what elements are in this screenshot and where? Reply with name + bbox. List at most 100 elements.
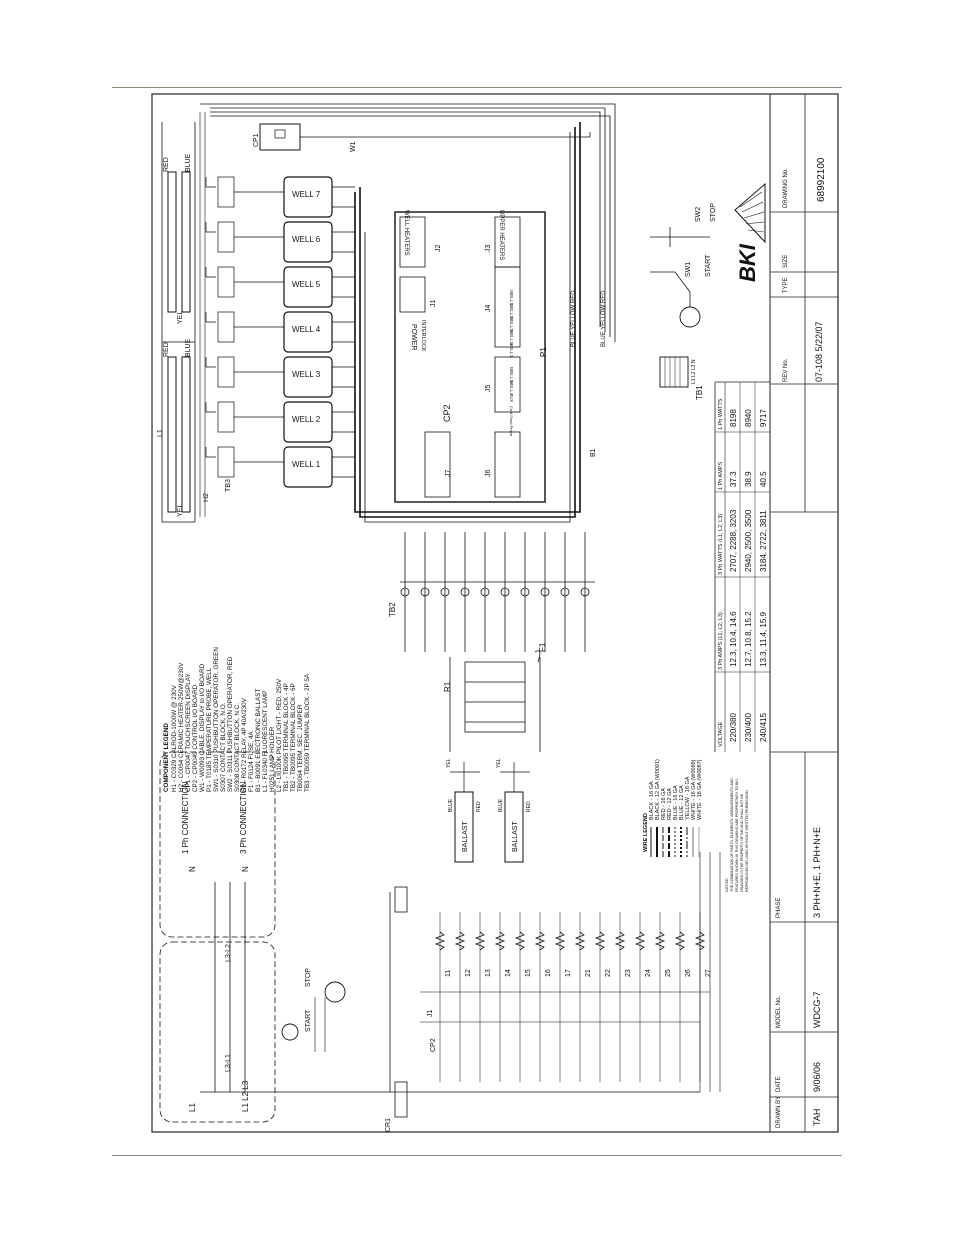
- svg-text:CP1 - CP0047 TOUCHSCREEN DISPL: CP1 - CP0047 TOUCHSCREEN DISPLAY: [185, 673, 192, 792]
- svg-text:16: 16: [545, 969, 552, 977]
- ballast-label: BALLAST: [512, 821, 519, 852]
- svg-text:J2: J2: [435, 245, 442, 253]
- cp1-display: CP1 W1: [253, 123, 591, 152]
- svg-text:L2 - LI0100K PILOT LIGHT - RED: L2 - LI0100K PILOT LIGHT - RED, 250V: [276, 678, 283, 792]
- well-3-label: WELL 3: [292, 370, 321, 379]
- power-label: POWER: [410, 324, 417, 350]
- svg-text:YEL: YEL: [496, 758, 502, 768]
- cp2-ladder-label: CP2: [430, 1038, 437, 1052]
- pilot-light-icon: [679, 306, 701, 328]
- well-1: [283, 446, 333, 488]
- size-label: SIZE: [783, 255, 789, 268]
- r1-label: R1: [443, 681, 452, 692]
- p1-label: P1: [539, 347, 548, 357]
- title-block: DRAWING No. 68992100 SIZE TYPE REV No. 0…: [734, 94, 838, 1132]
- svg-text:COMPONENT LEGEND: COMPONENT LEGEND: [163, 723, 170, 792]
- upper-heaters-label: UPPER HEATERS: [498, 210, 504, 260]
- blue-label: BLUE: [185, 153, 192, 172]
- b1-label: B1: [590, 448, 597, 457]
- svg-text:WHITE - 18 GA (W0087): WHITE - 18 GA (W0087): [697, 759, 703, 820]
- ballast-assembly: BALLAST BALLAST BLUE BLUE RED RED YEL YE…: [446, 758, 532, 863]
- well-7-label: WELL 7: [292, 190, 321, 199]
- svg-text:RED: RED: [526, 801, 532, 812]
- connector-j1: [399, 276, 426, 313]
- svg-text:WELL 2: WELL 2: [509, 303, 514, 319]
- svg-text:AUX: AUX: [509, 393, 514, 402]
- col-header-3ph-watts: 3 Ph WATTS (L1, L2, L3): [718, 514, 724, 575]
- svg-text:YELLOW - 16 GA: YELLOW - 16 GA: [685, 776, 691, 820]
- svg-text:17: 17: [565, 969, 572, 977]
- col-header-3ph-amps: 3 Ph AMPS (L1, L2, L3): [718, 612, 724, 670]
- stop-label: STOP: [710, 203, 717, 222]
- svg-text:S0307 CONTACT BLOCK, N.O.: S0307 CONTACT BLOCK, N.O.: [220, 702, 227, 792]
- cell: 12.7, 10.8, 15.2: [744, 611, 753, 667]
- cp2-label: CP2: [442, 404, 452, 422]
- tb2-terminal-block: [400, 532, 595, 652]
- svg-text:J4: J4: [485, 305, 492, 313]
- well-2: [283, 401, 333, 443]
- connector-j6: [494, 431, 521, 498]
- svg-text:TB2 - TB0095 TERMINAL BLOCK -: TB2 - TB0095 TERMINAL BLOCK - 6P: [290, 683, 297, 792]
- svg-text:BLUE - 12 GA: BLUE - 12 GA: [679, 785, 685, 820]
- cell: 8940: [744, 409, 753, 427]
- supply-l1: L1: [188, 1103, 197, 1112]
- svg-text:B1 - B0091 ELECTRONIC BALLAST: B1 - B0091 ELECTRONIC BALLAST: [255, 689, 262, 792]
- cell: 220/380: [729, 713, 738, 742]
- rev-label: REV No.: [783, 358, 789, 382]
- f1-label: F1: [538, 642, 547, 652]
- component-legend: COMPONENT LEGEND H1 - C0329 CALROD-1000W…: [163, 647, 311, 792]
- cell: 12.3, 10.4, 14.6: [729, 611, 738, 667]
- l3-l1-label: L3-L1: [225, 1054, 232, 1072]
- connector-j2: [399, 216, 426, 268]
- bundle-2-label: BLUE YELLOW RED: [601, 290, 607, 347]
- cell: 13.3, 11.4, 15.9: [759, 611, 768, 667]
- cp2-board: J2 J3 J1 J4 J5 J6 J7 CP2 POWER INTERLOCK…: [394, 210, 548, 503]
- col-header-voltage: VOLTAGE: [718, 722, 724, 747]
- board-wiring: [200, 103, 616, 523]
- well-4-label: WELL 4: [292, 325, 321, 334]
- cr1-label: CR1: [385, 1118, 392, 1132]
- cell: 2940, 2500, 3500: [744, 509, 753, 572]
- svg-text:WELL 5: WELL 5: [509, 342, 514, 358]
- svg-text:22: 22: [605, 969, 612, 977]
- l1-label: L1: [157, 429, 164, 437]
- cell: 2707, 2288, 3203: [729, 509, 738, 572]
- well-1-label: WELL 1: [292, 460, 321, 469]
- heater-resistors: [434, 912, 706, 1082]
- tb2-label: TB2: [388, 602, 397, 617]
- svg-text:J7: J7: [445, 470, 452, 478]
- svg-text:25: 25: [665, 969, 672, 977]
- phase-value: 3 PH+N+E, 1 PH+N+E: [812, 827, 822, 918]
- well-heaters: WELL 7 WELL 6 WELL 5 WELL 4 WELL 3 WELL …: [234, 176, 355, 488]
- 3ph-connection-label: 3 Ph CONNECTION: [239, 781, 248, 854]
- bki-logo: BKI: [734, 182, 766, 282]
- connector-j5: [494, 356, 521, 413]
- well-4: [283, 311, 333, 353]
- svg-text:REPRODUCED OR USED WITHOUT WRI: REPRODUCED OR USED WITHOUT WRITTEN PERMI…: [745, 789, 749, 892]
- svg-text:THE COMBINATION OF PARTS, ELEM: THE COMBINATION OF PARTS, ELEMENTS, ARRA…: [730, 778, 734, 892]
- svg-text:13: 13: [485, 969, 492, 977]
- svg-text:SW1 - S0310 PUSHBUTTON OPERATO: SW1 - S0310 PUSHBUTTON OPERATOR, GREEN: [213, 647, 220, 792]
- svg-text:WELL 6: WELL 6: [509, 367, 514, 383]
- date-label: DATE: [776, 1076, 782, 1092]
- type-label: TYPE: [783, 277, 789, 293]
- interlock-label: INTERLOCK: [420, 320, 426, 352]
- date-value: 9/06/06: [812, 1062, 822, 1092]
- bundle-1-label: BLUE YELLOW RED: [571, 290, 577, 347]
- 1ph-connection-label: 1 Ph CONNECTION: [181, 781, 190, 854]
- svg-text:21: 21: [585, 969, 592, 977]
- j1-ladder-label: J1: [427, 1010, 434, 1018]
- svg-text:J3: J3: [485, 245, 492, 253]
- top-rule: [112, 87, 842, 88]
- logo-text: BKI: [735, 243, 760, 282]
- phase-label: PHASE: [776, 898, 782, 918]
- col-header-1ph-watts: 1 Ph WATTS: [718, 398, 724, 430]
- stop-ladder-label: STOP: [305, 968, 312, 987]
- svg-text:CP2 - CP0049 CONTROL I/O BOARD: CP2 - CP0049 CONTROL I/O BOARD: [192, 684, 199, 792]
- cell: 230/400: [744, 713, 753, 742]
- well-7: [283, 176, 333, 218]
- sw1-label: SW1: [685, 262, 692, 277]
- cell: 38.9: [744, 471, 753, 487]
- cell: 40.5: [759, 471, 768, 487]
- well-2-label: WELL 2: [292, 415, 321, 424]
